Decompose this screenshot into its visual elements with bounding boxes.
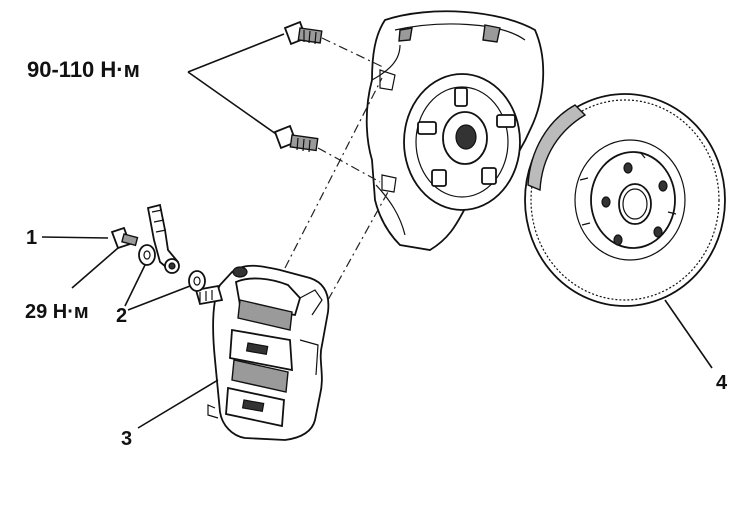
brake-caliper	[194, 264, 330, 441]
leader-line-upper-bolt	[187, 33, 285, 73]
leader-line-3	[137, 379, 219, 429]
banjo-bolt	[110, 226, 139, 250]
leader-line-lower-bolt	[187, 71, 277, 135]
callout-2: 2	[116, 305, 127, 327]
leader-line-1	[41, 236, 109, 239]
brake-hose-fitting	[146, 203, 180, 274]
brake-disc	[524, 93, 726, 307]
leader-line-2-upper	[124, 264, 146, 307]
leader-line-29nm	[71, 247, 119, 289]
leader-line-4	[664, 299, 713, 369]
washer-upper	[138, 244, 156, 266]
callout-1: 1	[26, 227, 37, 249]
torque-label-bolt: 29 Н·м	[25, 301, 89, 323]
washer-lower	[188, 270, 206, 292]
knuckle-bolt-upper	[283, 20, 323, 46]
steering-knuckle	[365, 10, 545, 251]
knuckle-bolt-lower	[273, 124, 319, 153]
callout-3: 3	[121, 428, 132, 450]
torque-label-knuckle-bolts: 90-110 Н·м	[27, 57, 140, 82]
callout-4: 4	[716, 372, 728, 394]
leader-line-2-lower	[127, 285, 191, 311]
